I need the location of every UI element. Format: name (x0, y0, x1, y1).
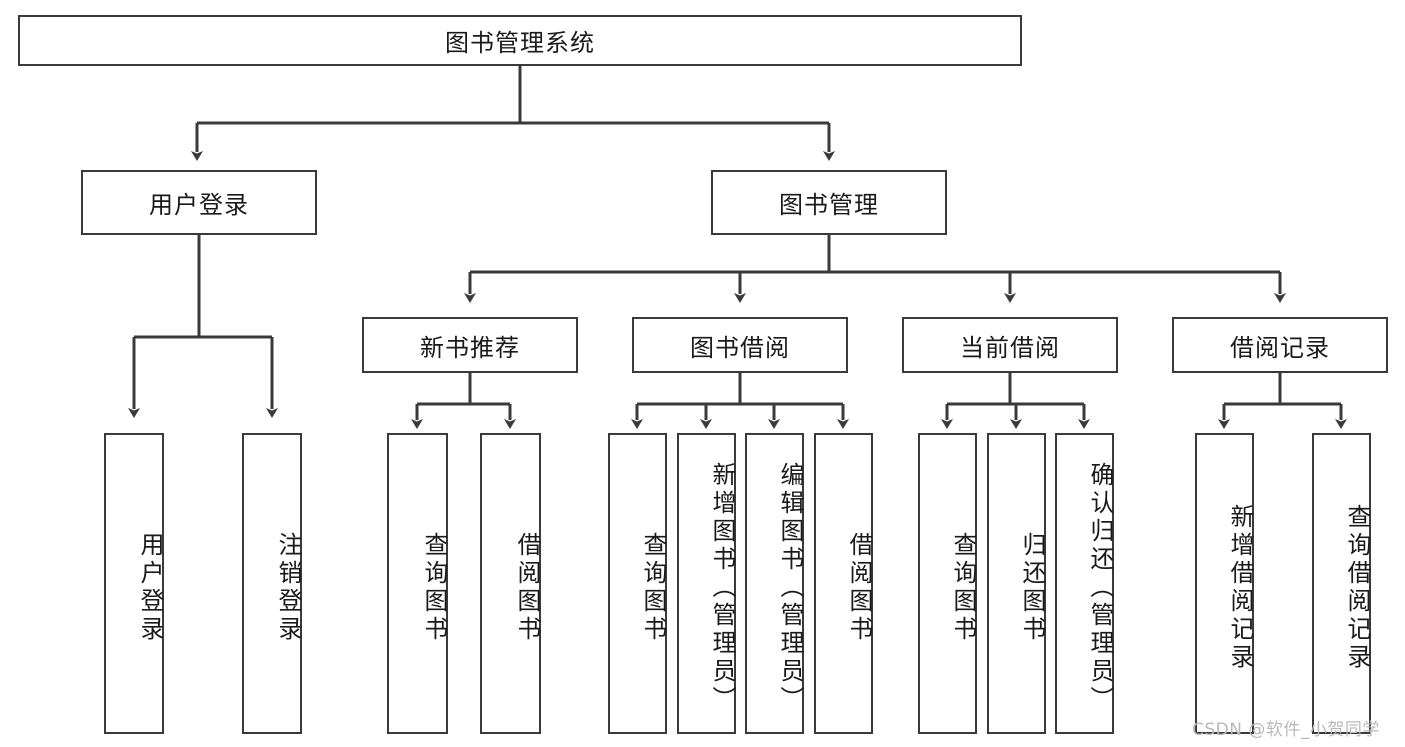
node-label: 借阅记录 (1230, 333, 1330, 362)
leaf-query-book-3[interactable]: 查询图书 (918, 433, 977, 734)
node-label: 用户登录 (149, 191, 249, 219)
node-label: 新增借阅记录 (1226, 503, 1254, 672)
node-label: 注销登录 (274, 531, 302, 644)
leaf-confirm-return[interactable]: 确认归还（管理员） (1055, 433, 1114, 734)
leaf-user-login[interactable]: 用户登录 (104, 433, 164, 734)
node-book-management[interactable]: 图书管理 (711, 170, 947, 235)
node-label: 借阅图书 (513, 531, 541, 644)
node-root-system[interactable]: 图书管理系统 (18, 15, 1022, 66)
node-label: 确认归还（管理员） (1086, 461, 1114, 714)
leaf-add-record[interactable]: 新增借阅记录 (1195, 433, 1254, 734)
node-label: 新增图书（管理员） (708, 461, 736, 714)
leaf-query-record[interactable]: 查询借阅记录 (1312, 433, 1371, 734)
node-label: 查询图书 (949, 531, 977, 644)
node-borrow-record[interactable]: 借阅记录 (1172, 317, 1388, 373)
node-label: 查询借阅记录 (1343, 503, 1371, 672)
node-label: 图书管理 (779, 191, 879, 219)
node-book-borrow[interactable]: 图书借阅 (632, 317, 848, 373)
leaf-return-book[interactable]: 归还图书 (987, 433, 1046, 734)
node-label: 借阅图书 (845, 531, 873, 644)
leaf-borrow-book-2[interactable]: 借阅图书 (814, 433, 873, 734)
node-label: 图书借阅 (690, 333, 790, 362)
leaf-add-book[interactable]: 新增图书（管理员） (677, 433, 736, 734)
node-label: 归还图书 (1018, 531, 1046, 644)
node-current-borrow[interactable]: 当前借阅 (902, 317, 1118, 373)
leaf-edit-book[interactable]: 编辑图书（管理员） (745, 433, 804, 734)
leaf-borrow-book-1[interactable]: 借阅图书 (480, 433, 541, 734)
leaf-user-logout[interactable]: 注销登录 (242, 433, 302, 734)
node-label: 查询图书 (420, 531, 448, 644)
node-label: 当前借阅 (960, 333, 1060, 362)
node-label: 编辑图书（管理员） (776, 461, 804, 714)
node-label: 新书推荐 (420, 333, 520, 362)
node-label: 查询图书 (639, 531, 667, 644)
node-user-login[interactable]: 用户登录 (81, 170, 317, 235)
node-new-book-recommend[interactable]: 新书推荐 (362, 317, 578, 373)
node-label: 用户登录 (136, 531, 164, 644)
node-label: 图书管理系统 (445, 29, 595, 57)
leaf-query-book-2[interactable]: 查询图书 (608, 433, 667, 734)
watermark-text: CSDN @软件_小贺同学 (1192, 720, 1380, 740)
leaf-query-book-1[interactable]: 查询图书 (387, 433, 448, 734)
